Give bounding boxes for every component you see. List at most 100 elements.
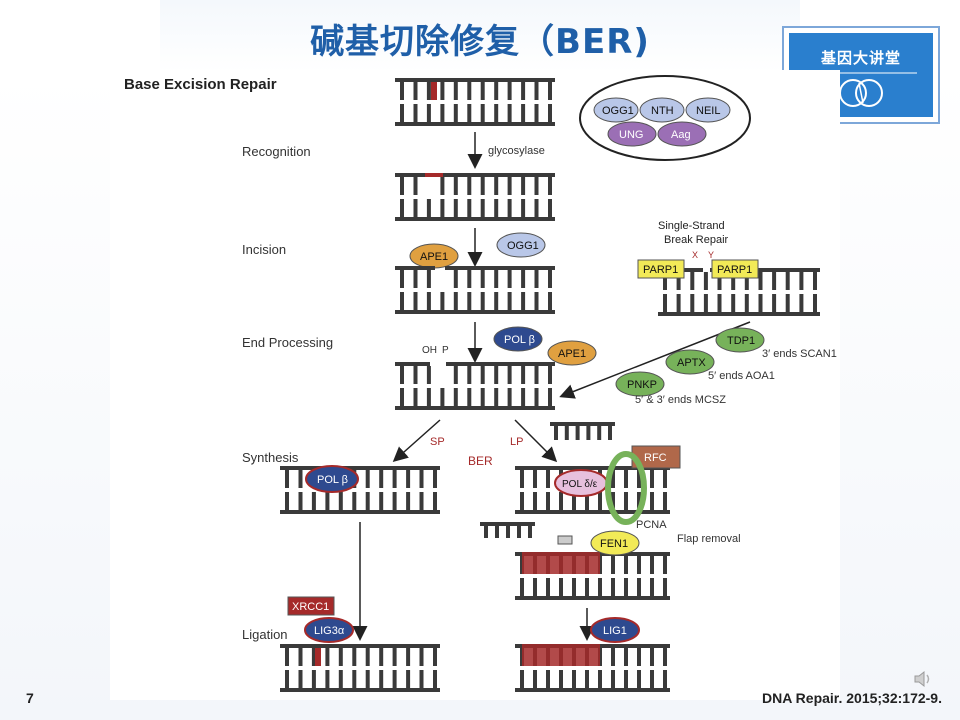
base-pair-rung	[572, 578, 576, 596]
base-pair-rung	[534, 104, 539, 122]
base-pair-rung	[365, 492, 370, 510]
base-pair-rung	[624, 492, 628, 510]
base-pair-rung	[731, 294, 736, 312]
base-pair-rung	[624, 648, 628, 666]
title-band	[160, 0, 800, 72]
protein-ape1-label: APE1	[420, 251, 448, 263]
base-pair-rung	[379, 648, 384, 666]
base-pair-rung	[772, 272, 777, 290]
base-pair-rung	[663, 670, 667, 688]
base-pair-rung	[676, 294, 681, 312]
base-pair-rung	[433, 648, 437, 666]
base-pair-rung	[534, 388, 539, 406]
base-pair-rung	[325, 670, 330, 688]
base-pair-rung	[611, 556, 615, 574]
citation: DNA Repair. 2015;32:172-9.	[761, 690, 942, 706]
base-pair-rung	[480, 177, 485, 195]
base-pair-rung	[494, 366, 499, 384]
dna-rungs	[285, 648, 437, 666]
protein-polb-sp	[305, 465, 359, 493]
base-pair-rung	[717, 294, 722, 312]
dna-rungs	[400, 177, 552, 195]
base-pair-rung	[379, 670, 384, 688]
dna-rungs-top	[400, 82, 552, 100]
base-pair-rung	[413, 177, 418, 195]
base-pair-rung	[598, 492, 602, 510]
base-pair-rung	[400, 177, 404, 195]
base-pair-rung	[534, 366, 539, 384]
base-pair-rung	[534, 177, 539, 195]
base-pair-rung	[534, 199, 539, 217]
step-synthesis: Synthesis	[242, 450, 299, 465]
base-pair-rung	[440, 82, 445, 100]
base-pair-rung	[495, 526, 499, 538]
base-pair-rung	[392, 470, 397, 488]
base-pair-rung	[772, 294, 777, 312]
arrow-sp	[392, 419, 441, 462]
base-pair-rung	[365, 470, 370, 488]
protein-nth: NTH	[651, 105, 674, 117]
protein-ung: UNG	[619, 129, 643, 141]
dna-rungs	[484, 526, 532, 538]
dna-rungs	[285, 492, 437, 510]
branch-ber: BER	[468, 454, 493, 468]
base-pair-rung	[298, 648, 303, 666]
dna-rungs	[520, 578, 667, 596]
base-pair-rung	[785, 272, 790, 290]
step-end-processing: End Processing	[242, 335, 333, 350]
base-pair-rung	[506, 526, 510, 538]
base-pair-rung	[440, 104, 445, 122]
base-pair-rung	[400, 199, 404, 217]
base-pair-rung	[554, 426, 558, 440]
dna-rungs	[285, 670, 437, 688]
base-pair-rung	[440, 292, 445, 310]
base-pair-rung	[419, 470, 424, 488]
base-pair-rung	[521, 199, 526, 217]
base-pair-rung	[311, 670, 316, 688]
base-pair-rung	[507, 366, 512, 384]
protein-ape1-end-label: APE1	[558, 348, 586, 360]
dna-rungs	[554, 426, 612, 440]
base-pair-rung	[624, 670, 628, 688]
base-pair-rung	[406, 670, 411, 688]
branch-lp: LP	[510, 436, 523, 448]
base-pair-rung	[507, 199, 512, 217]
base-pair-rung	[365, 670, 370, 688]
annotation-aoa1: 5′ ends AOA1	[708, 370, 775, 382]
base-pair-rung	[758, 272, 763, 290]
base-pair-rung	[521, 104, 526, 122]
protein-neil: NEIL	[696, 105, 720, 117]
speaker-icon[interactable]	[912, 668, 934, 690]
base-pair-rung	[663, 556, 667, 574]
base-pair-rung	[298, 470, 303, 488]
base-pair-rung	[520, 470, 524, 488]
ber-figure: Base Excision Repair Recognition Incisio…	[110, 70, 840, 700]
base-pair-rung	[624, 556, 628, 574]
base-pair-rung	[564, 426, 569, 440]
base-pair-rung	[453, 104, 458, 122]
page-number: 7	[26, 690, 34, 706]
label-p: P	[442, 345, 449, 356]
base-pair-rung	[494, 177, 499, 195]
base-pair-rung	[637, 648, 641, 666]
base-pair-rung	[413, 366, 418, 384]
dna-rungs	[400, 388, 552, 406]
annotation-mcsz: 5′ & 3′ ends MCSZ	[635, 394, 726, 406]
base-pair-rung	[433, 492, 437, 510]
base-pair-rung	[676, 272, 681, 290]
base-pair-rung	[637, 556, 641, 574]
base-pair-rung	[413, 199, 418, 217]
protein-ogg1-incision-label: OGG1	[507, 240, 539, 252]
dna-rungs	[400, 270, 552, 288]
base-pair-rung	[311, 648, 316, 666]
base-pair-rung	[426, 270, 431, 288]
annotation-scan1: 3′ ends SCAN1	[762, 348, 837, 360]
base-pair-rung	[521, 388, 526, 406]
base-pair-rung	[285, 648, 289, 666]
base-pair-rung	[285, 670, 289, 688]
dna-duplex-sp-synthesis	[280, 466, 440, 514]
base-pair-rung	[352, 492, 357, 510]
base-pair-rung	[413, 82, 418, 100]
base-pair-rung	[392, 492, 397, 510]
base-pair-rung	[611, 492, 615, 510]
